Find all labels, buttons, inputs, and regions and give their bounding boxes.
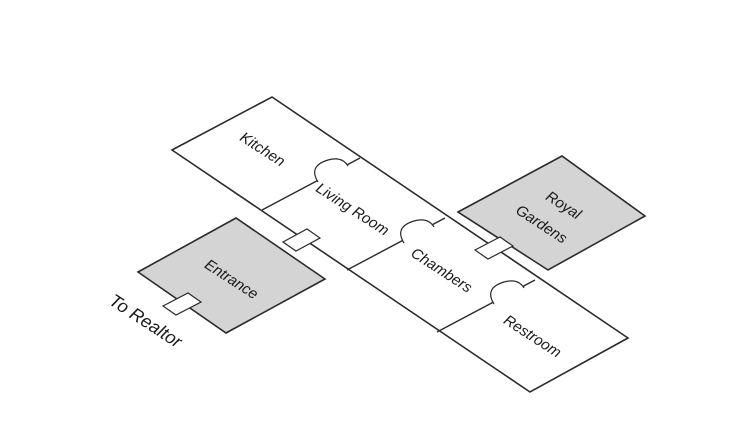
- passage-chambers-gardens: [473, 236, 515, 260]
- passage-entrance-living: [281, 228, 322, 252]
- door-kitchen-living: [314, 158, 349, 183]
- door-living-chambers: [400, 219, 435, 244]
- passage-entrance-realtor: [161, 292, 203, 316]
- main-building: [170, 96, 630, 393]
- door-chambers-restroom: [490, 280, 525, 305]
